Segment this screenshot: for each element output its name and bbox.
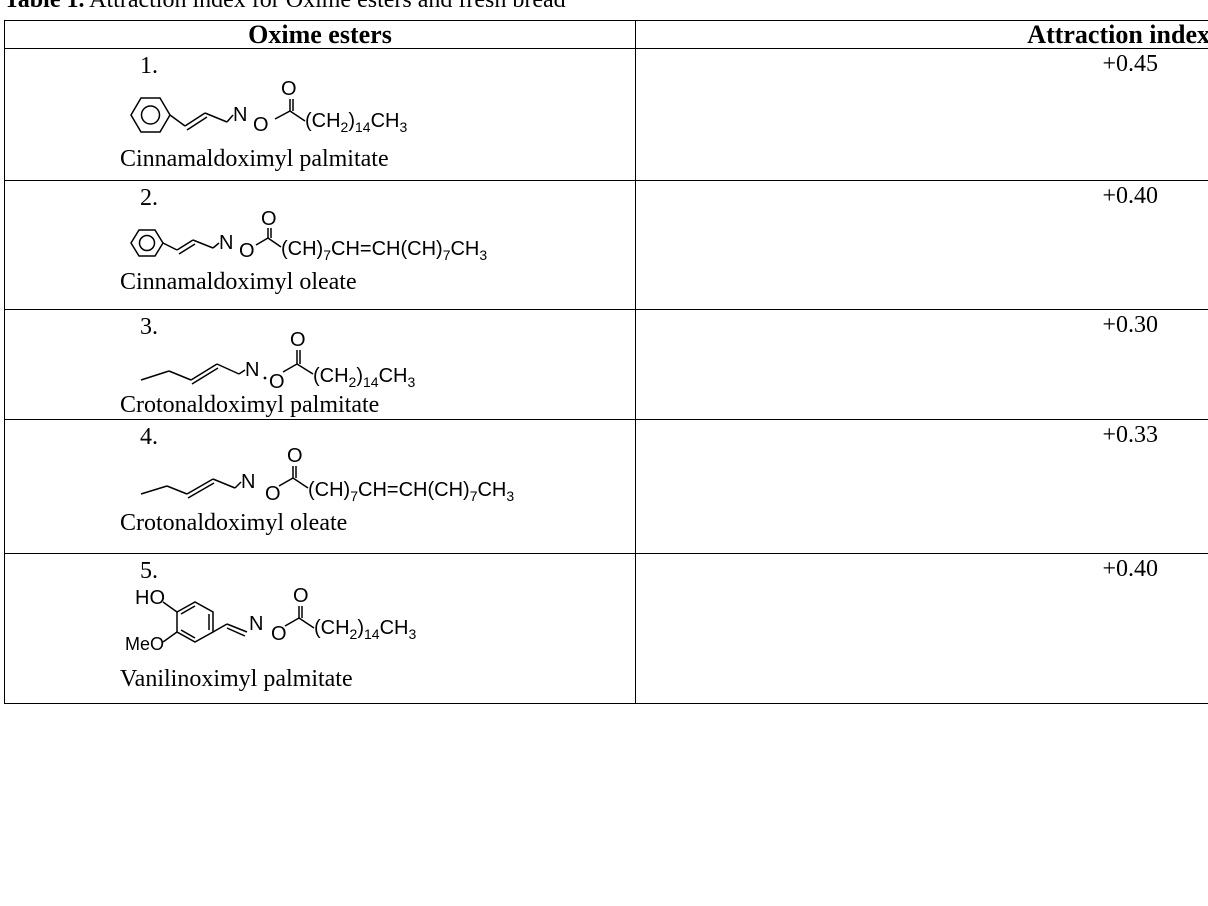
structure-cinnamaldoximyl-oleate: N O O (CH)7CH=CH(CH)7CH3 (130, 208, 487, 263)
attraction-index-cell: +0.40 (635, 553, 1208, 704)
entry-number: 2. (140, 185, 158, 211)
atom-o: O (269, 371, 285, 393)
entry-number: 1. (140, 53, 158, 79)
entry-cell: 2. N O (4, 180, 636, 310)
structure-cinnamaldoximyl-palmitate: N O O (CH2)14CH3 (130, 78, 407, 136)
attraction-index-cell: +0.45 (635, 48, 1208, 181)
table-caption: Table 1. Attraction index for Oxime este… (4, 0, 566, 14)
entry-cell: 4. N O O (4, 419, 636, 554)
structure-crotonaldoximyl-palmitate: N O O (CH2)14CH3 (140, 329, 415, 393)
chain-formula: (CH2)14CH3 (314, 617, 416, 642)
attraction-index-value: +0.45 (1102, 51, 1158, 77)
attraction-index-cell: +0.40 (635, 180, 1208, 310)
atom-n: N (249, 613, 263, 635)
entry-cell: 5. (4, 553, 636, 704)
caption-label: Table 1. (4, 0, 85, 13)
atom-o: O (265, 483, 281, 505)
atom-o: O (239, 240, 255, 262)
attraction-index-value: +0.40 (1102, 556, 1158, 582)
chain-formula: (CH)7CH=CH(CH)7CH3 (308, 479, 514, 504)
entry-number: 4. (140, 424, 158, 450)
structure-vanilinoximyl-palmitate: HO MeO N O O (CH2)14CH3 (125, 585, 416, 654)
compound-name: Crotonaldoximyl palmitate (120, 392, 380, 418)
entry-number: 5. (140, 558, 158, 584)
entry-cell: 3. N O (4, 309, 636, 420)
table-header-row: Oxime esters Attraction index (4, 20, 1208, 49)
attraction-index-cell: +0.30 (635, 309, 1208, 420)
entry-number: 3. (140, 314, 158, 340)
atom-n: N (241, 471, 255, 493)
attraction-index-cell: +0.33 (635, 419, 1208, 554)
attraction-index-value: +0.40 (1102, 183, 1158, 209)
chain-formula: (CH2)14CH3 (313, 365, 415, 390)
atom-o-carbonyl: O (281, 78, 297, 100)
atom-o-carbonyl: O (293, 585, 309, 607)
chain-formula: (CH2)14CH3 (305, 110, 407, 135)
structure-crotonaldoximyl-oleate: N O O (CH)7CH=CH(CH)7CH3 (140, 445, 514, 505)
header-oxime-esters: Oxime esters (4, 20, 636, 49)
table-row: 2. N O (4, 180, 1208, 310)
entry-cell: 1. N O (4, 48, 636, 181)
caption-text: Attraction index for Oxime esters and fr… (84, 0, 566, 13)
hydroxy-label: HO (135, 587, 165, 609)
chain-formula: (CH)7CH=CH(CH)7CH3 (281, 238, 487, 263)
table-row: 5. (4, 553, 1208, 704)
compound-name: Vanilinoximyl palmitate (120, 666, 353, 692)
attraction-index-value: +0.30 (1102, 312, 1158, 338)
atom-n: N (245, 359, 259, 381)
oxime-esters-table: Oxime esters Attraction index 1. (4, 20, 1208, 704)
table-row: 3. N O (4, 309, 1208, 420)
table-row: 1. N O (4, 48, 1208, 181)
compound-name: Crotonaldoximyl oleate (120, 510, 348, 536)
header-attraction-index: Attraction index (635, 20, 1208, 49)
atom-o-carbonyl: O (287, 445, 303, 467)
atom-n: N (233, 104, 247, 126)
methoxy-label: MeO (125, 634, 164, 654)
atom-o: O (253, 114, 269, 136)
atom-n: N (219, 232, 233, 254)
attraction-index-value: +0.33 (1102, 422, 1158, 448)
bond-dot (263, 376, 267, 380)
atom-o-carbonyl: O (261, 208, 277, 230)
atom-o: O (271, 623, 287, 645)
atom-o-carbonyl: O (290, 329, 306, 351)
compound-name: Cinnamaldoximyl oleate (120, 269, 357, 295)
table-row: 4. N O O (4, 419, 1208, 554)
compound-name: Cinnamaldoximyl palmitate (120, 146, 389, 172)
